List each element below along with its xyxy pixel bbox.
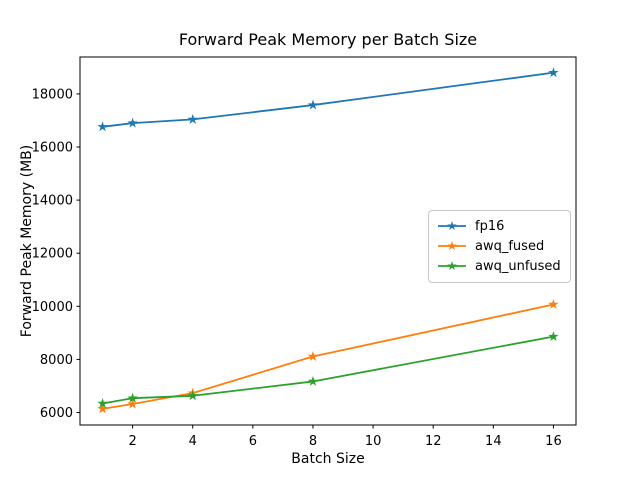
y-tick-label: 16000	[32, 141, 73, 156]
marker-fp16-star-icon	[307, 99, 319, 110]
legend-star-icon	[447, 261, 457, 271]
x-tick-label: 16	[545, 434, 562, 449]
y-tick-label: 6000	[40, 406, 73, 421]
x-tick-label: 10	[365, 434, 382, 449]
y-axis-label: Forward Peak Memory (MB)	[19, 144, 35, 338]
marker-awq_fused-star-icon	[97, 403, 108, 414]
legend-entry-fp16: fp16	[437, 216, 561, 236]
series-line-fp16	[102, 71, 554, 128]
legend-swatch-awq_fused	[438, 241, 466, 251]
x-tick-label: 14	[485, 434, 502, 449]
y-tick-label: 18000	[32, 87, 73, 102]
marker-awq_unfused-star-icon	[187, 390, 198, 401]
legend-entry-awq_unfused: awq_unfused	[437, 256, 561, 276]
x-tick-label: 6	[249, 434, 257, 449]
marker-awq_fused-star-icon	[548, 298, 559, 309]
legend-swatch-awq_unfused	[438, 261, 466, 271]
marker-awq_unfused-star-icon	[307, 375, 319, 386]
x-tick-label: 2	[128, 434, 136, 449]
marker-fp16-star-icon	[127, 117, 138, 128]
y-tick-label: 10000	[32, 300, 73, 315]
legend-swatch-fp16	[438, 221, 466, 231]
marker-awq_unfused-star-icon	[127, 392, 138, 403]
y-tick-label: 14000	[32, 194, 73, 209]
x-axis-label: Batch Size	[291, 451, 365, 467]
marker-awq_fused-star-icon	[127, 398, 138, 409]
marker-awq_unfused-star-icon	[97, 397, 108, 408]
x-tick-label: 8	[309, 434, 317, 449]
y-tick-label: 8000	[40, 353, 73, 368]
legend-label-fp16: fp16	[475, 218, 505, 234]
marker-fp16-star-icon	[548, 67, 559, 78]
series-line-awq_unfused	[102, 335, 554, 405]
axes-frame	[79, 56, 577, 426]
marker-fp16-star-icon	[97, 121, 108, 132]
marker-awq_unfused-star-icon	[548, 331, 559, 342]
chart-title: Forward Peak Memory per Batch Size	[178, 30, 478, 49]
legend-star-icon	[447, 241, 457, 251]
legend-star-icon	[447, 221, 457, 231]
series-line-awq_fused	[102, 303, 554, 410]
x-tick-label: 4	[189, 434, 197, 449]
legend-label-awq_unfused: awq_unfused	[475, 258, 561, 274]
marker-fp16-star-icon	[187, 113, 198, 124]
y-tick-label: 12000	[32, 247, 73, 262]
legend-label-awq_fused: awq_fused	[475, 238, 545, 254]
marker-awq_fused-star-icon	[307, 351, 319, 361]
x-tick-label: 12	[425, 434, 442, 449]
legend-entry-awq_fused: awq_fused	[437, 236, 561, 256]
legend: fp16 awq_fused awq_unfused	[428, 210, 571, 283]
